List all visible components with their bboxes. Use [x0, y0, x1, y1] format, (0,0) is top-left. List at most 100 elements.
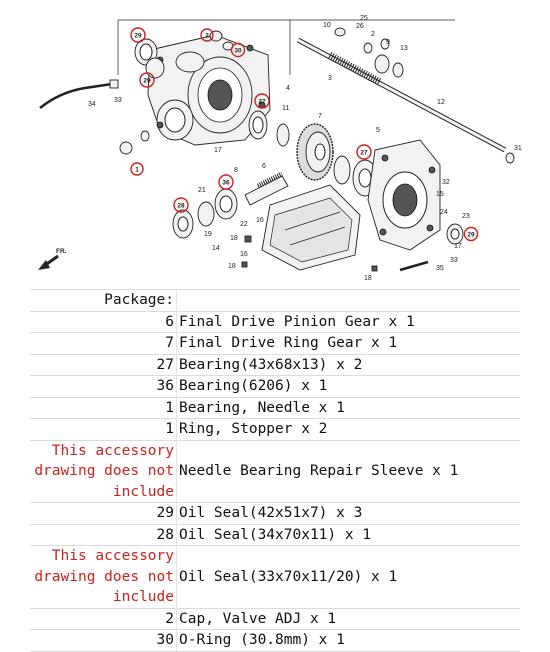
diagram-svg: FR. 34 33 4 11 7 17 8 6 21 19 22 16 18 1… — [38, 15, 522, 282]
label-21: 21 — [198, 187, 206, 194]
label-14: 14 — [212, 245, 220, 252]
label-2: 2 — [371, 31, 375, 38]
label-16b: 16 — [240, 251, 248, 258]
part-number: 30 — [30, 629, 177, 652]
circled-28 — [173, 197, 189, 213]
part-description: Needle Bearing Repair Sleeve x 1 — [176, 439, 520, 503]
circled-27-b — [356, 144, 372, 160]
label-34: 34 — [88, 101, 96, 108]
label-18: 18 — [230, 235, 238, 242]
table-row-not-included: This accessory drawing does not include … — [30, 545, 520, 608]
label-7: 7 — [318, 113, 322, 120]
label-3: 3 — [328, 75, 332, 82]
part-number: 28 — [30, 523, 177, 546]
part-number: 7 — [30, 332, 177, 354]
label-23: 23 — [462, 213, 470, 220]
circled-2 — [200, 28, 214, 42]
circled-29-c — [463, 226, 479, 242]
label-33b: 33 — [450, 257, 458, 264]
label-25: 25 — [360, 15, 368, 22]
ring-gear — [296, 123, 334, 181]
package-contents-table: Package: 6 Final Drive Pinion Gear x 1 7… — [30, 289, 520, 652]
package-header-row: Package: — [30, 289, 520, 311]
circled-30-text: 30 — [234, 48, 242, 55]
part-description: Oil Seal(33x70x11/20) x 1 — [176, 545, 520, 608]
not-included-note: This accessory drawing does not include — [30, 439, 177, 503]
label-33: 33 — [114, 97, 122, 104]
table-row: 1 Bearing, Needle x 1 — [30, 396, 520, 419]
circled-29-c-text: 29 — [467, 232, 475, 239]
exploded-parts-diagram: FR. 34 33 4 11 7 17 8 6 21 19 22 16 18 1… — [0, 0, 550, 288]
label-24: 24 — [440, 209, 448, 216]
drive-shaft — [296, 27, 515, 164]
part-description: Ring, Stopper x 2 — [176, 418, 520, 440]
pinion-assembly — [172, 171, 289, 239]
part-number: 6 — [30, 310, 177, 333]
label-10: 10 — [323, 22, 331, 29]
part-description: Cap, Valve ADJ x 1 — [176, 607, 520, 630]
circled-27-a — [254, 93, 270, 109]
not-included-note: This accessory drawing does not include — [30, 545, 177, 608]
front-label: FR. — [56, 248, 67, 255]
circled-28-text: 28 — [177, 203, 185, 210]
label-31: 31 — [514, 145, 522, 152]
hose-joint — [109, 79, 119, 89]
circled-27-a-text: 27 — [258, 99, 266, 106]
label-5: 5 — [376, 127, 380, 134]
part-description: Oil Seal(34x70x11) x 1 — [176, 523, 520, 546]
circled-29-a-text: 29 — [134, 33, 142, 40]
label-19: 19 — [204, 231, 212, 238]
part-number: 2 — [30, 607, 177, 630]
part-description: Bearing(43x68x13) x 2 — [176, 353, 520, 376]
part-description: Oil Seal(42x51x7) x 3 — [176, 502, 520, 524]
package-header: Package: — [30, 289, 177, 311]
table-row: 1 Ring, Stopper x 2 — [30, 418, 520, 440]
circled-27-b-text: 27 — [360, 150, 368, 157]
table-row-not-included: This accessory drawing does not include … — [30, 439, 520, 503]
label-4: 4 — [286, 85, 290, 92]
part-description: Final Drive Pinion Gear x 1 — [176, 310, 520, 333]
circled-36-text: 36 — [222, 180, 230, 187]
table-row: 6 Final Drive Pinion Gear x 1 — [30, 310, 520, 333]
label-17b: 17 — [454, 243, 462, 250]
part-number: 1 — [30, 418, 177, 440]
part-description: Bearing, Needle x 1 — [176, 396, 520, 419]
stopper-ring — [140, 130, 150, 142]
needle-bearing — [119, 141, 133, 155]
breather-hose — [39, 82, 113, 109]
circled-2-text: 2 — [205, 33, 209, 40]
table-row: 29 Oil Seal(42x51x7) x 3 — [30, 502, 520, 524]
label-11: 11 — [282, 105, 289, 112]
part-number: 1 — [30, 396, 177, 419]
label-16: 16 — [256, 217, 264, 224]
circled-29-b — [139, 72, 155, 88]
final-drive-cover — [367, 139, 441, 251]
lower-cover-plate — [261, 184, 361, 271]
label-13: 13 — [400, 45, 408, 52]
label-32: 32 — [442, 179, 450, 186]
circled-1 — [130, 162, 144, 176]
table-row: 27 Bearing(43x68x13) x 2 — [30, 353, 520, 376]
part-description: Final Drive Ring Gear x 1 — [176, 332, 520, 354]
label-9: 9 — [386, 39, 390, 46]
table-row: 28 Oil Seal(34x70x11) x 1 — [30, 523, 520, 546]
table-row: 7 Final Drive Ring Gear x 1 — [30, 332, 520, 354]
part-description: Bearing(6206) x 1 — [176, 375, 520, 397]
circled-29-b-text: 29 — [143, 78, 151, 85]
part-number: 29 — [30, 502, 177, 524]
table-row: 36 Bearing(6206) x 1 — [30, 375, 520, 397]
label-17: 17 — [214, 147, 222, 154]
label-18b: 18 — [228, 263, 236, 270]
circled-1-text: 1 — [135, 167, 139, 174]
circled-30 — [230, 42, 246, 58]
circled-29-a — [130, 27, 146, 43]
label-26: 26 — [356, 23, 364, 30]
table-row: 30 O-Ring (30.8mm) x 1 — [30, 629, 520, 652]
table-row: 2 Cap, Valve ADJ x 1 — [30, 607, 520, 630]
label-8: 8 — [234, 167, 238, 174]
part-number: 27 — [30, 353, 177, 376]
circled-36 — [218, 174, 234, 190]
part-number: 36 — [30, 375, 177, 397]
label-6: 6 — [262, 163, 266, 170]
label-18c: 18 — [364, 275, 372, 282]
